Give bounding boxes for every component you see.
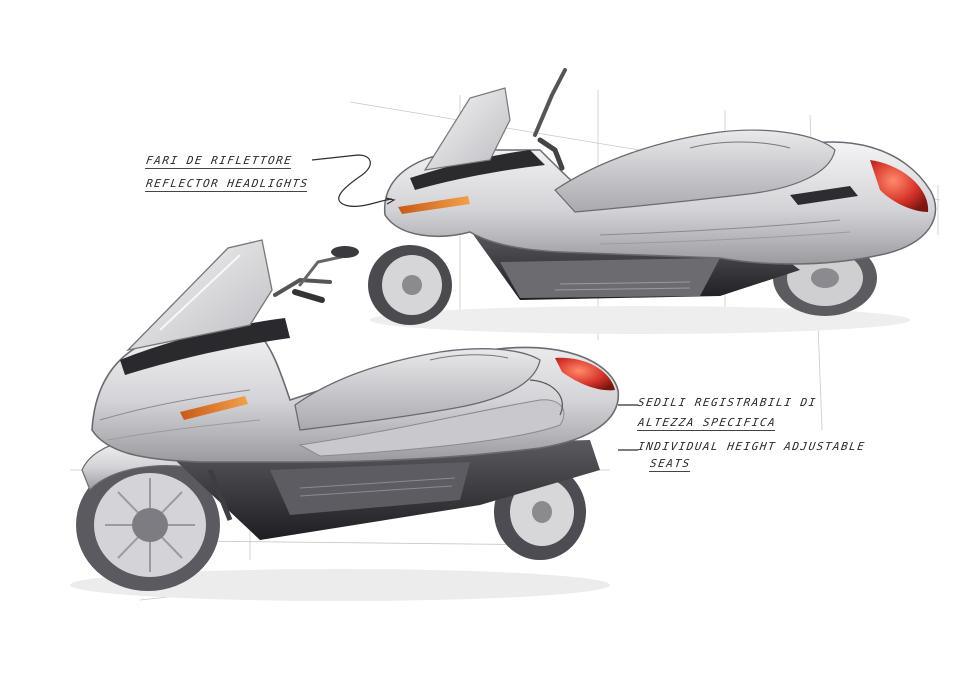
annotation-seats-en-line2-text: seats — [649, 457, 692, 470]
svg-text:·····: ····· — [330, 487, 341, 495]
underline — [636, 430, 776, 431]
annotation-seats-it-line1-text: Sedili registrabili di — [637, 396, 818, 409]
annotation-seats-en-line1-text: Individual height adjustable — [637, 440, 867, 453]
annotation-headlights-it: Fari de riflettore — [144, 154, 294, 169]
annotation-headlights-it-text: Fari de riflettore — [145, 154, 294, 167]
annotation-seats-en-line2: seats — [648, 457, 692, 472]
annotation-seats-it-line2-text: altezza specifica — [637, 416, 778, 429]
underline — [648, 471, 690, 472]
scooter-rear-view — [368, 68, 937, 334]
leader-lines — [311, 154, 638, 451]
annotation-headlights-en: Reflector headlights — [144, 177, 310, 192]
underline — [144, 191, 308, 192]
annotation-seats-it-line2: altezza specifica — [636, 416, 778, 431]
scooter-front-view: ····· — [70, 239, 620, 601]
annotation-seats-it-line1: Sedili registrabili di — [637, 396, 818, 409]
annotation-headlights-en-text: Reflector headlights — [145, 177, 310, 190]
annotation-seats-en-line1: Individual height adjustable — [637, 440, 866, 453]
underline — [144, 168, 292, 169]
